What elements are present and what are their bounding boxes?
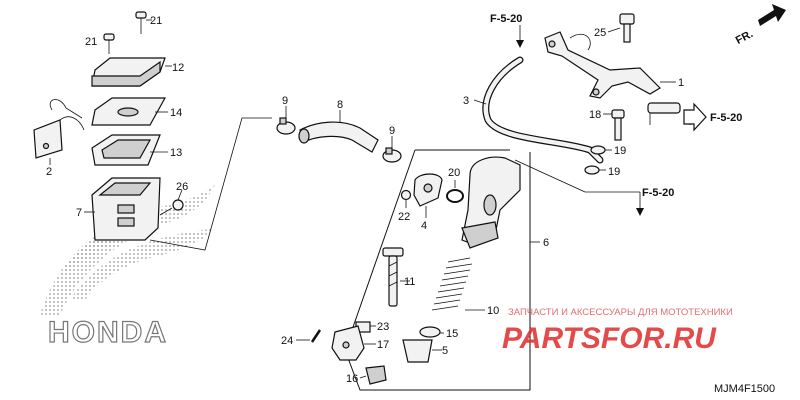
label-3: 3 — [463, 95, 469, 107]
label-22: 22 — [398, 211, 410, 223]
label-1: 1 — [678, 77, 684, 89]
honda-logo-text: HONDA — [48, 316, 168, 349]
label-25: 25 — [594, 27, 606, 39]
bracket-1 — [544, 31, 676, 99]
boot-5 — [402, 339, 442, 363]
diagram-code: MJM4F1500 — [714, 383, 775, 395]
label-4: 4 — [421, 220, 427, 232]
honda-wing-logo: HONDA — [40, 185, 215, 350]
front-direction-arrow — [758, 4, 786, 26]
label-8: 8 — [337, 99, 343, 111]
clamp-9-right — [382, 136, 402, 163]
push-rod-11 — [382, 247, 410, 307]
seal-15 — [419, 326, 444, 338]
label-2: 2 — [46, 166, 52, 178]
label-26: 26 — [176, 181, 188, 193]
ref-arrow-top — [516, 25, 524, 48]
ref-label-right: F-5-20 — [710, 112, 742, 124]
label-7: 7 — [76, 207, 82, 219]
piston-kit-10 — [431, 257, 485, 311]
front-marker: FR. — [734, 28, 755, 47]
assembly-frame — [344, 149, 531, 391]
label-9-left: 9 — [282, 95, 288, 107]
label-17: 17 — [377, 339, 389, 351]
label-20: 20 — [448, 167, 460, 179]
diaphragm-13 — [91, 134, 168, 166]
pin-24 — [296, 329, 322, 343]
clamp-9-left — [276, 106, 296, 135]
diaphragm-plate-14 — [91, 97, 168, 126]
bolt-26 — [159, 189, 184, 216]
label-21-left: 21 — [85, 36, 97, 48]
ref-arrow-right — [683, 102, 707, 132]
washer-19-lower — [584, 165, 606, 175]
pin-bolt — [647, 102, 691, 125]
clevis-17 — [331, 325, 376, 361]
label-18: 18 — [589, 109, 601, 121]
label-10: 10 — [487, 305, 499, 317]
clip-16 — [359, 365, 387, 385]
watermark-brand: PARTSFOR.RU — [502, 322, 717, 355]
label-19-upper: 19 — [614, 145, 626, 157]
reservoir-7 — [84, 177, 161, 241]
label-23: 23 — [377, 321, 389, 333]
joint-4 — [413, 173, 443, 218]
hose-3 — [473, 56, 604, 164]
label-19-lower: 19 — [608, 166, 620, 178]
label-13: 13 — [170, 147, 182, 159]
label-14: 14 — [170, 107, 182, 119]
bolt-18 — [603, 109, 625, 141]
master-cylinder-6 — [461, 156, 640, 249]
screw-21-left — [103, 33, 115, 54]
bracket-2 — [33, 99, 85, 165]
label-16: 16 — [346, 373, 358, 385]
label-15: 15 — [446, 328, 458, 340]
label-12: 12 — [172, 62, 184, 74]
watermark-subtitle: ЗАПЧАСТИ И АКСЕССУАРЫ ДЛЯ МОТОТЕХНИКИ — [508, 307, 733, 318]
ref-label-lower: F-5-20 — [642, 187, 674, 199]
ref-label-top: F-5-20 — [490, 13, 522, 25]
reservoir-cap-12 — [91, 57, 172, 87]
hose-8 — [298, 110, 379, 153]
label-21-top: 21 — [150, 15, 162, 27]
oring-20 — [446, 180, 464, 203]
nut-22 — [400, 189, 412, 208]
reservoir-hose-leader — [149, 117, 272, 251]
washer-19-upper — [590, 145, 612, 155]
label-5: 5 — [442, 345, 448, 357]
label-9-right: 9 — [389, 125, 395, 137]
label-11: 11 — [404, 276, 415, 288]
screw-21-top — [135, 11, 152, 34]
bolt-25 — [607, 13, 635, 43]
ref-arrow-lower — [636, 192, 644, 216]
label-24: 24 — [281, 335, 293, 347]
label-6: 6 — [543, 237, 549, 249]
